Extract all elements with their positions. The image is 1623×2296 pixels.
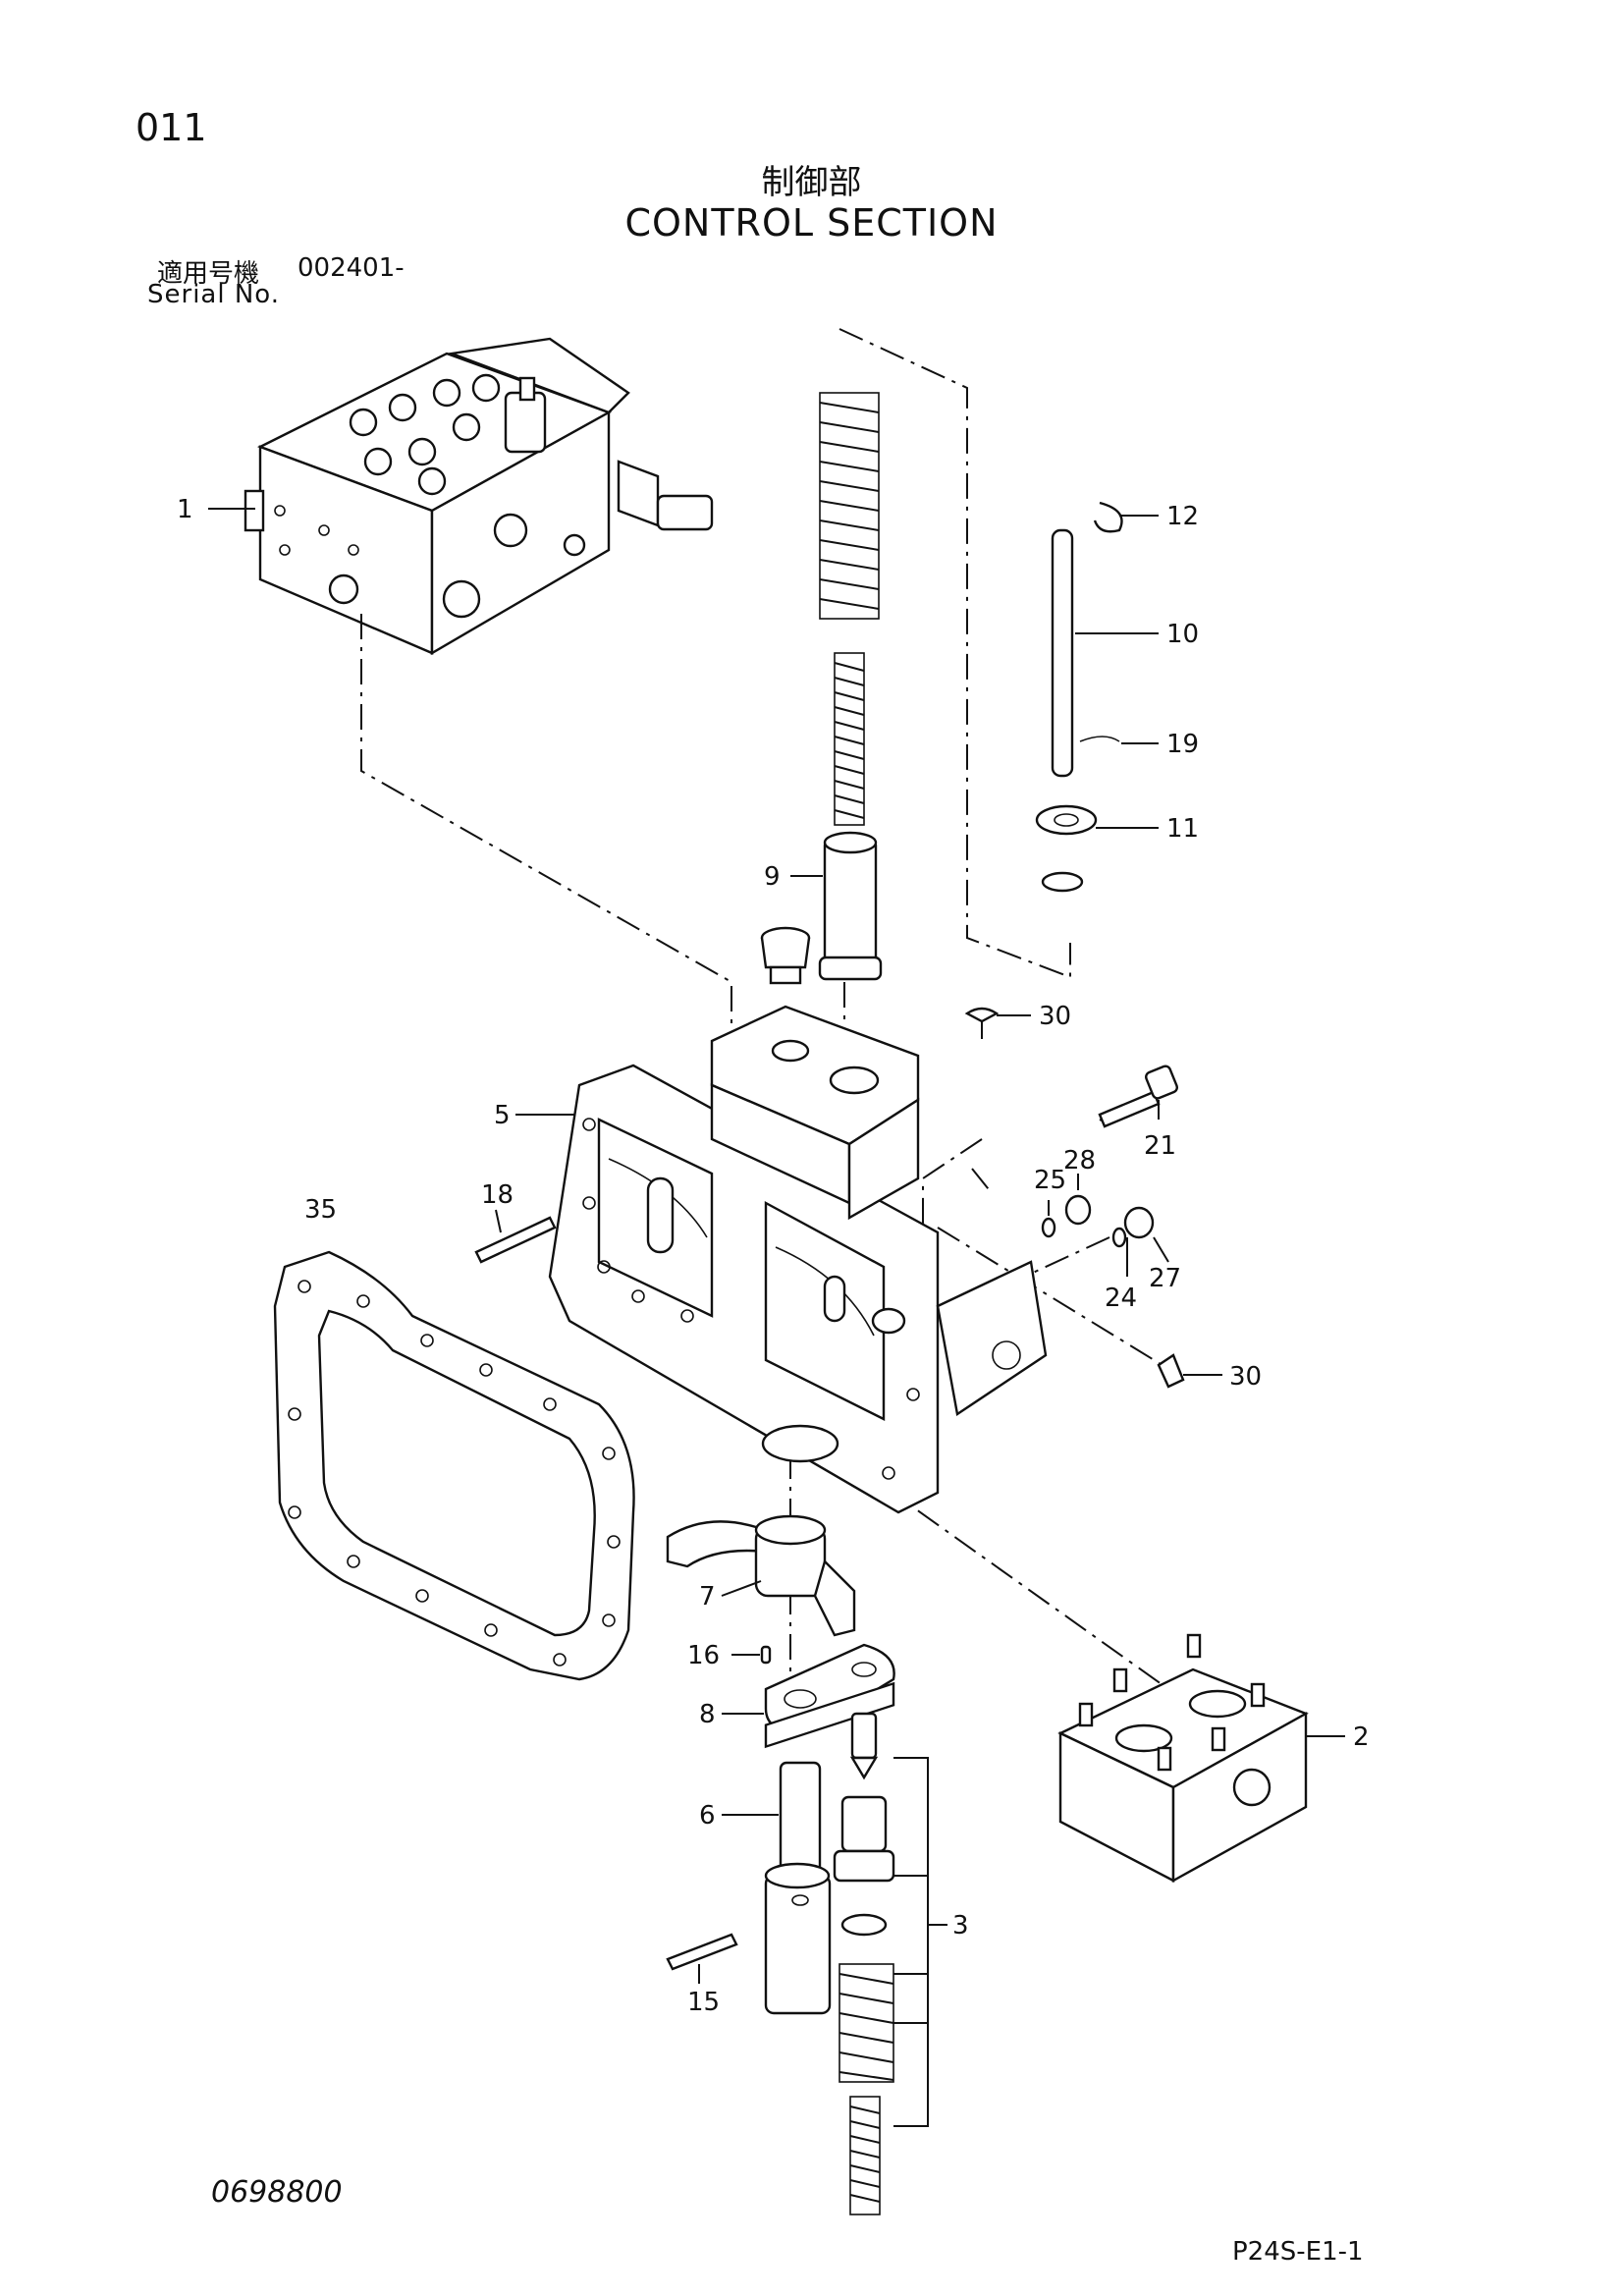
callout-24: 24 xyxy=(1105,1284,1137,1313)
part-pin-16 xyxy=(760,1645,772,1665)
callout-27: 27 xyxy=(1149,1264,1181,1293)
callout-11: 11 xyxy=(1166,814,1199,844)
callout-9: 9 xyxy=(764,862,781,892)
part-plugs xyxy=(1041,1194,1155,1248)
callout-3: 3 xyxy=(952,1911,969,1941)
part-pin-15 xyxy=(666,1933,738,1971)
callout-25: 25 xyxy=(1034,1166,1066,1195)
serial-number-value: 002401- xyxy=(298,253,405,283)
part-rod xyxy=(1035,501,1123,893)
serial-label-japanese: 適用号機 xyxy=(157,259,260,289)
part-bolt xyxy=(1098,1065,1178,1128)
callout-2: 2 xyxy=(1353,1722,1370,1752)
part-sleeve xyxy=(818,831,883,981)
callout-1: 1 xyxy=(177,495,193,524)
callout-19: 19 xyxy=(1166,730,1199,759)
callout-30-upper: 30 xyxy=(1039,1002,1071,1031)
drawing-code: 0698800 xyxy=(211,2175,343,2210)
title-japanese: 制御部 xyxy=(761,163,862,202)
callout-6: 6 xyxy=(699,1801,716,1831)
part-spring-upper xyxy=(819,392,880,620)
page-title: CONTROL SECTION xyxy=(624,201,999,245)
callout-12: 12 xyxy=(1166,502,1199,531)
callout-10: 10 xyxy=(1166,620,1199,649)
callout-21: 21 xyxy=(1144,1131,1176,1161)
part-pin-18 xyxy=(474,1216,557,1264)
part-main-housing xyxy=(548,1005,1048,1514)
part-cover-block xyxy=(1057,1633,1309,1884)
page-number: 011 xyxy=(135,106,207,149)
part-valve-block xyxy=(243,337,714,656)
callout-5: 5 xyxy=(494,1101,511,1130)
serial-label: Serial No. xyxy=(147,280,280,309)
part-piston xyxy=(764,1761,832,2015)
page-code: P24S-E1-1 xyxy=(1232,2237,1364,2267)
callout-7: 7 xyxy=(699,1582,716,1612)
part-screw-upper xyxy=(964,1007,1000,1039)
callout-18: 18 xyxy=(481,1180,514,1210)
part-gasket xyxy=(273,1250,635,1681)
part-screw-lower xyxy=(1157,1353,1185,1389)
callout-15: 15 xyxy=(687,1988,720,2017)
part-spring-inner xyxy=(834,652,865,826)
callout-30-lower: 30 xyxy=(1229,1362,1262,1392)
part-lever xyxy=(666,1514,856,1637)
part-plug xyxy=(760,926,811,985)
leader-lines xyxy=(208,508,1345,1984)
callout-8: 8 xyxy=(699,1700,716,1729)
part-valve-assembly xyxy=(833,1712,895,2215)
callout-28: 28 xyxy=(1063,1146,1096,1175)
callout-labels: 1 12 10 19 11 9 30 5 21 28 25 18 35 27 2… xyxy=(177,495,1370,2017)
callout-16: 16 xyxy=(687,1641,720,1670)
callout-35: 35 xyxy=(304,1195,337,1225)
part-plate xyxy=(764,1643,895,1749)
